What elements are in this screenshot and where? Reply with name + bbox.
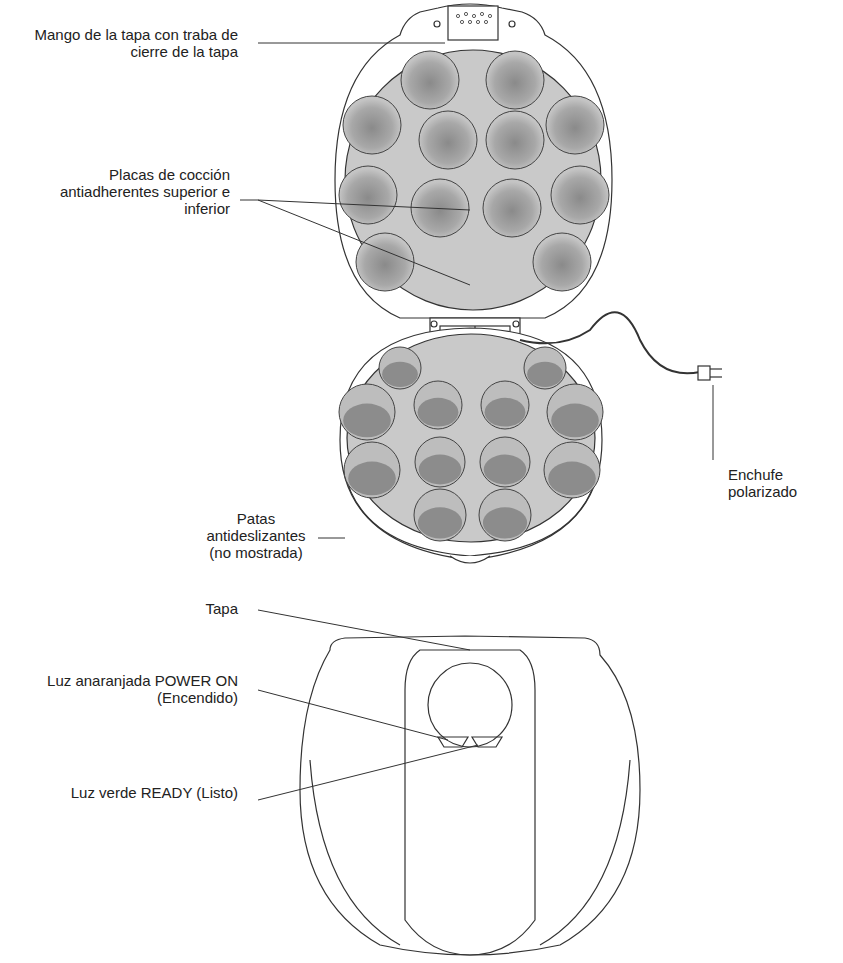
cooking-well [344, 442, 400, 498]
well-shadow [418, 398, 459, 427]
cooking-well [414, 489, 466, 541]
cooking-well [415, 437, 465, 487]
cooking-well [544, 442, 600, 498]
part-label: Placas de cocción antiadherentes superio… [18, 166, 230, 217]
cooking-well [483, 179, 541, 237]
part-label: Mango de la tapa con traba de cierre de … [18, 26, 238, 60]
well-shadow [343, 404, 391, 438]
cooking-well [339, 384, 395, 440]
part-label: Enchufe polarizado [728, 466, 823, 500]
well-shadow [484, 455, 527, 485]
part-label: Luz verde READY (Listo) [18, 784, 238, 801]
part-label: Patas antideslizantes (no mostrada) [200, 510, 312, 561]
well-shadow [527, 362, 563, 387]
cooking-well [401, 51, 459, 109]
part-label: Luz anaranjada POWER ON (Encendido) [18, 672, 238, 706]
well-shadow [485, 398, 526, 427]
cooking-well [486, 111, 544, 169]
cooking-well [533, 233, 591, 291]
well-shadow [418, 507, 462, 538]
cooking-well [339, 166, 397, 224]
cooking-well [551, 166, 609, 224]
well-shadow [551, 404, 599, 438]
well-shadow [382, 362, 418, 387]
well-shadow [483, 507, 527, 538]
cooking-well [356, 233, 414, 291]
cooking-well [379, 347, 421, 389]
cooking-well [479, 489, 531, 541]
cooking-well [481, 381, 529, 429]
cooking-well [419, 111, 477, 169]
cooking-well [414, 381, 462, 429]
cooking-well [547, 384, 603, 440]
cooking-well [343, 96, 401, 154]
well-shadow [348, 462, 396, 496]
part-label: Tapa [18, 600, 238, 617]
cooking-well [546, 96, 604, 154]
cooking-well [524, 347, 566, 389]
cooking-well [480, 437, 530, 487]
well-shadow [419, 455, 462, 485]
cooking-well [486, 51, 544, 109]
well-shadow [548, 462, 596, 496]
